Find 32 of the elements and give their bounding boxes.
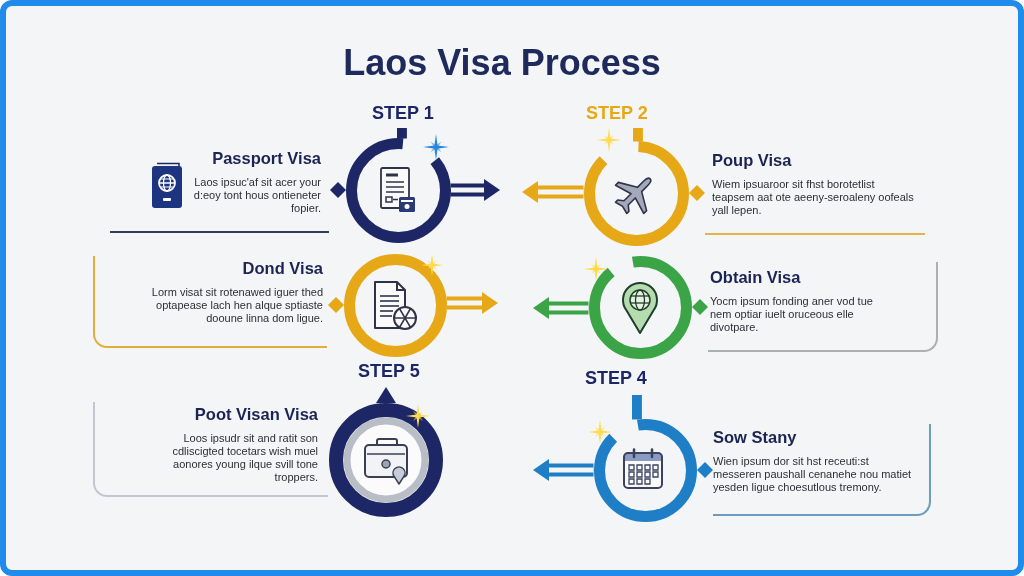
step-label: STEP 2 xyxy=(586,103,648,124)
step-ring xyxy=(593,418,697,522)
card-title: Poup Visa xyxy=(712,151,792,171)
card-title: Obtain Visa xyxy=(710,268,801,288)
step-card xyxy=(93,256,327,348)
card-description: Wiem ipsuaroor sit fhst borotetlist teapsem aat ote aeeny-seroaleny oofeals yall lepen. xyxy=(712,177,915,218)
step-label: STEP 4 xyxy=(585,368,647,389)
card-description: Yocm ipsum fonding aner vod tue nem optiar iuelt oruceous elle divotpare. xyxy=(710,294,874,335)
arrow xyxy=(533,459,594,481)
step-card xyxy=(708,262,938,352)
step-ring xyxy=(588,255,692,359)
step-label: STEP 5 xyxy=(358,361,420,382)
card-description: Loos ipsudr sit and ratit son cdliscigted tocetars wish muel aonores young ilque svill tone troppers. xyxy=(171,431,318,485)
step-ring xyxy=(345,137,451,243)
arrow xyxy=(450,179,500,201)
card-title: Poot Visan Visa xyxy=(194,405,318,425)
step-card xyxy=(713,424,931,516)
card-title: Passport Visa xyxy=(212,149,321,169)
arrow xyxy=(446,292,498,314)
card-title: Sow Stany xyxy=(713,428,797,448)
card-description: Laos ipsuc'af sit acer your d:eoy tont hous ontieneter fopier. xyxy=(192,175,321,216)
card-description: Lorm visat sit rotenawed iguer thed optapease lach hen alque sptiaste dooune linna dom ligue. xyxy=(150,285,323,326)
arrow xyxy=(533,297,589,319)
step-card xyxy=(93,402,328,497)
card-title: Dond Visa xyxy=(242,259,323,279)
step-ring xyxy=(583,140,689,246)
arrow xyxy=(522,181,584,203)
step-label: STEP 1 xyxy=(372,103,434,124)
title: Laos Visa Process xyxy=(343,42,661,84)
step-ring xyxy=(329,403,443,517)
step-ring xyxy=(343,253,447,357)
card-description: Wien ipsum dor sit hst receuti:st messeren paushall cenanehe nou matiet yesden ligue choesutlous tremony. xyxy=(713,454,913,495)
